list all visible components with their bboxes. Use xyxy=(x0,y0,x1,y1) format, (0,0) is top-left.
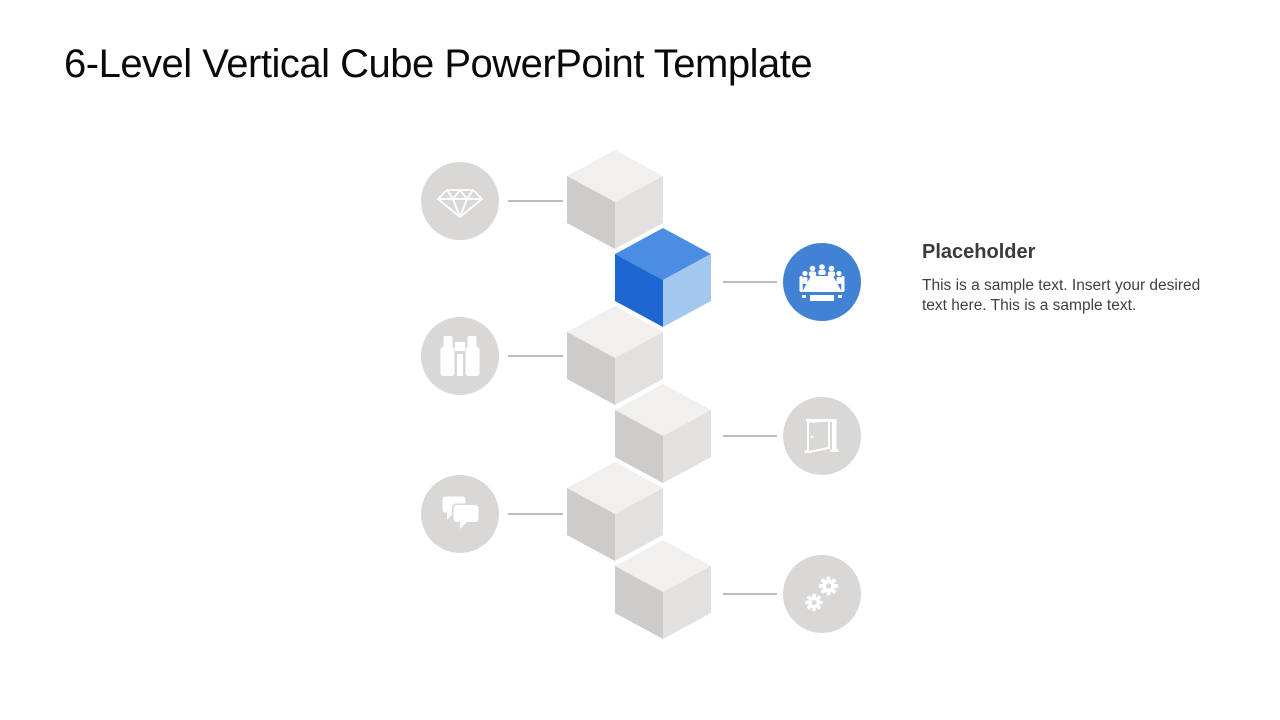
slide-title: 6-Level Vertical Cube PowerPoint Templat… xyxy=(64,42,813,86)
cube-4-right-face xyxy=(663,410,711,483)
cube-1-right-face xyxy=(615,176,663,249)
gem-icon xyxy=(437,189,483,218)
cube-2-right-face xyxy=(663,254,711,327)
cube-level-4 xyxy=(615,384,711,483)
level-1-circle xyxy=(421,162,499,240)
chat-bubbles-icon xyxy=(442,496,480,529)
cube-level-2-highlighted xyxy=(615,228,711,327)
level-2-badge xyxy=(783,243,861,321)
level-1-badge xyxy=(421,162,499,240)
cube-6-right-face xyxy=(663,566,711,639)
cube-3-right-face xyxy=(615,332,663,405)
placeholder-body: This is a sample text. Insert your desir… xyxy=(922,276,1222,315)
cube-5-right-face xyxy=(615,488,663,561)
level-6-circle xyxy=(783,555,861,633)
cube-level-3 xyxy=(567,306,663,405)
cube-4-left-face xyxy=(615,410,663,483)
cube-1-left-face xyxy=(567,176,615,249)
placeholder-heading: Placeholder xyxy=(922,241,1036,263)
cube-level-5 xyxy=(567,462,663,561)
level-6-badge xyxy=(783,555,861,633)
meeting-table-icon xyxy=(799,264,845,301)
cube-5-left-face xyxy=(567,488,615,561)
placeholder-body-line1: This is a sample text. Insert your desir… xyxy=(922,277,1201,294)
level-5-badge xyxy=(421,475,499,553)
open-door-icon xyxy=(804,419,839,453)
gears-icon xyxy=(805,576,838,612)
cube-level-1 xyxy=(567,150,663,249)
cube-6-left-face xyxy=(615,566,663,639)
cube-3-left-face xyxy=(567,332,615,405)
cube-2-left-face xyxy=(615,254,663,327)
binoculars-icon xyxy=(440,336,480,376)
level-4-badge xyxy=(783,397,861,475)
level-3-badge xyxy=(421,317,499,395)
placeholder-body-line2: text here. This is a sample text. xyxy=(922,296,1137,314)
placeholder-text-block: Placeholder This is a sample text. Inser… xyxy=(922,240,1222,315)
cube-level-6 xyxy=(615,540,711,639)
